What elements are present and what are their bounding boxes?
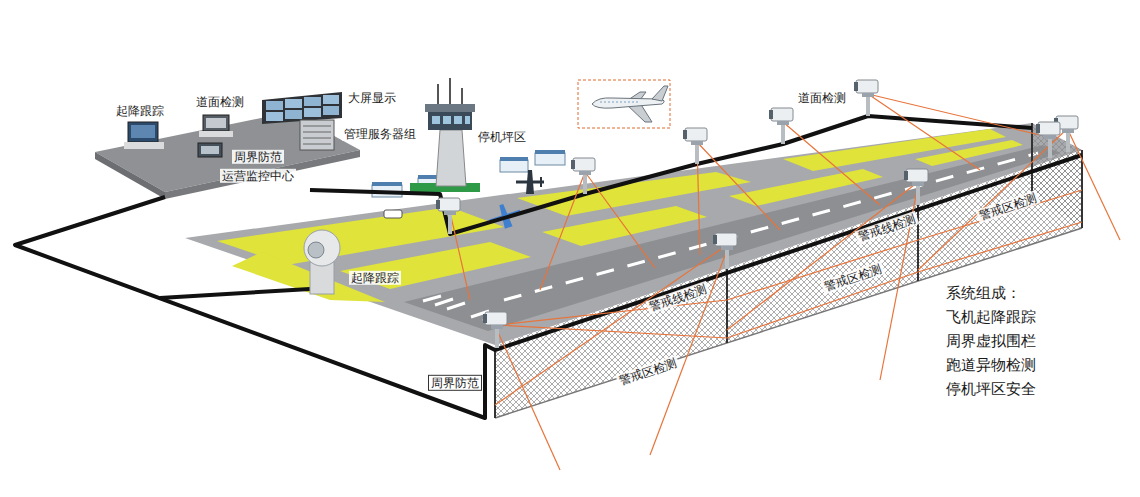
ptz-camera [310, 262, 334, 294]
airfield [517, 172, 751, 216]
monitoring-center [262, 92, 342, 124]
laser-beam [540, 172, 655, 290]
laser-beam [497, 330, 560, 470]
apron [500, 160, 528, 172]
fence [495, 150, 1082, 418]
area-label: 道面检测 [796, 91, 848, 105]
control-tower [438, 78, 462, 104]
network-cable [310, 116, 1032, 234]
monitoring-center [323, 106, 339, 115]
monitoring-center [285, 99, 302, 108]
monitoring-center [203, 115, 229, 131]
monitoring-center [303, 126, 331, 144]
camera [769, 108, 793, 144]
ptz-camera [308, 242, 324, 258]
ptz-camera [304, 230, 340, 266]
control-tower [428, 112, 472, 130]
monitoring-center [323, 95, 339, 104]
monitoring-center [198, 143, 222, 157]
camera [1036, 122, 1060, 158]
monitoring-center [95, 92, 360, 199]
area-label: 大屏显示 [346, 91, 398, 105]
legend-text: 跑道异物检测 [946, 356, 1036, 374]
control-tower [425, 104, 475, 112]
control-tower [436, 130, 466, 186]
laser-beam [783, 94, 1040, 205]
apron [372, 182, 402, 186]
control-tower [410, 78, 480, 192]
fence [495, 123, 1082, 418]
network-cable [585, 94, 868, 194]
area-label: 道面检测 [194, 95, 246, 109]
network-cable [160, 289, 310, 298]
monitoring-center [201, 146, 219, 154]
monitoring-center [95, 152, 165, 199]
control-tower [432, 116, 470, 124]
monitoring-center [266, 112, 283, 121]
camera [483, 312, 507, 348]
legend-text: 系统组成： [946, 284, 1021, 302]
area-label: 管理服务器组 [342, 127, 418, 141]
area-label: 起降跟踪 [349, 271, 401, 285]
airplane-inset [600, 102, 640, 103]
area-label: 起降跟踪 [114, 104, 166, 118]
monitoring-center [304, 108, 321, 117]
monitoring-center [206, 118, 226, 128]
network-cable [15, 155, 1082, 418]
laser-beam [1068, 130, 1120, 240]
laser-beam [497, 190, 1082, 325]
legend-text: 飞机起降跟踪 [946, 308, 1036, 326]
laser-beam [918, 128, 1068, 270]
laser-beam [650, 250, 727, 455]
airplane-inset [578, 80, 670, 128]
monitoring-center [266, 101, 283, 110]
apron [500, 157, 528, 161]
apron [535, 150, 565, 154]
monitoring-center [300, 120, 334, 150]
legend-text: 停机坪区安全 [946, 380, 1036, 398]
monitoring-center [124, 142, 164, 149]
monitoring-center [285, 110, 302, 119]
camera [436, 198, 460, 234]
network-cable [15, 94, 1082, 418]
camera [854, 80, 878, 116]
apron [535, 153, 565, 165]
area-label: 运营监控中心 [220, 169, 296, 183]
apron [384, 210, 402, 218]
fence [495, 228, 1082, 418]
monitoring-center [128, 122, 158, 142]
area-label: 停机坪区 [476, 130, 528, 144]
monitoring-center [199, 131, 233, 137]
camera [904, 169, 928, 205]
monitoring-center [131, 125, 155, 138]
monitoring-center [304, 97, 321, 106]
laser-beam [450, 94, 1120, 470]
laser-beam [495, 245, 727, 405]
laser-beam [697, 142, 780, 255]
ptz-camera [304, 230, 340, 294]
apron [516, 170, 544, 194]
camera [571, 158, 595, 194]
laser-beam [450, 212, 470, 300]
camera [436, 80, 1078, 348]
area-label: 周界防范 [232, 150, 284, 164]
legend-text: 周界虚拟围栏 [946, 332, 1036, 350]
camera [713, 233, 737, 269]
fence [495, 123, 1082, 418]
camera [683, 128, 707, 164]
airplane-inset [652, 86, 668, 101]
area-label: 周界防范 [428, 375, 482, 391]
airplane-inset [578, 80, 670, 128]
